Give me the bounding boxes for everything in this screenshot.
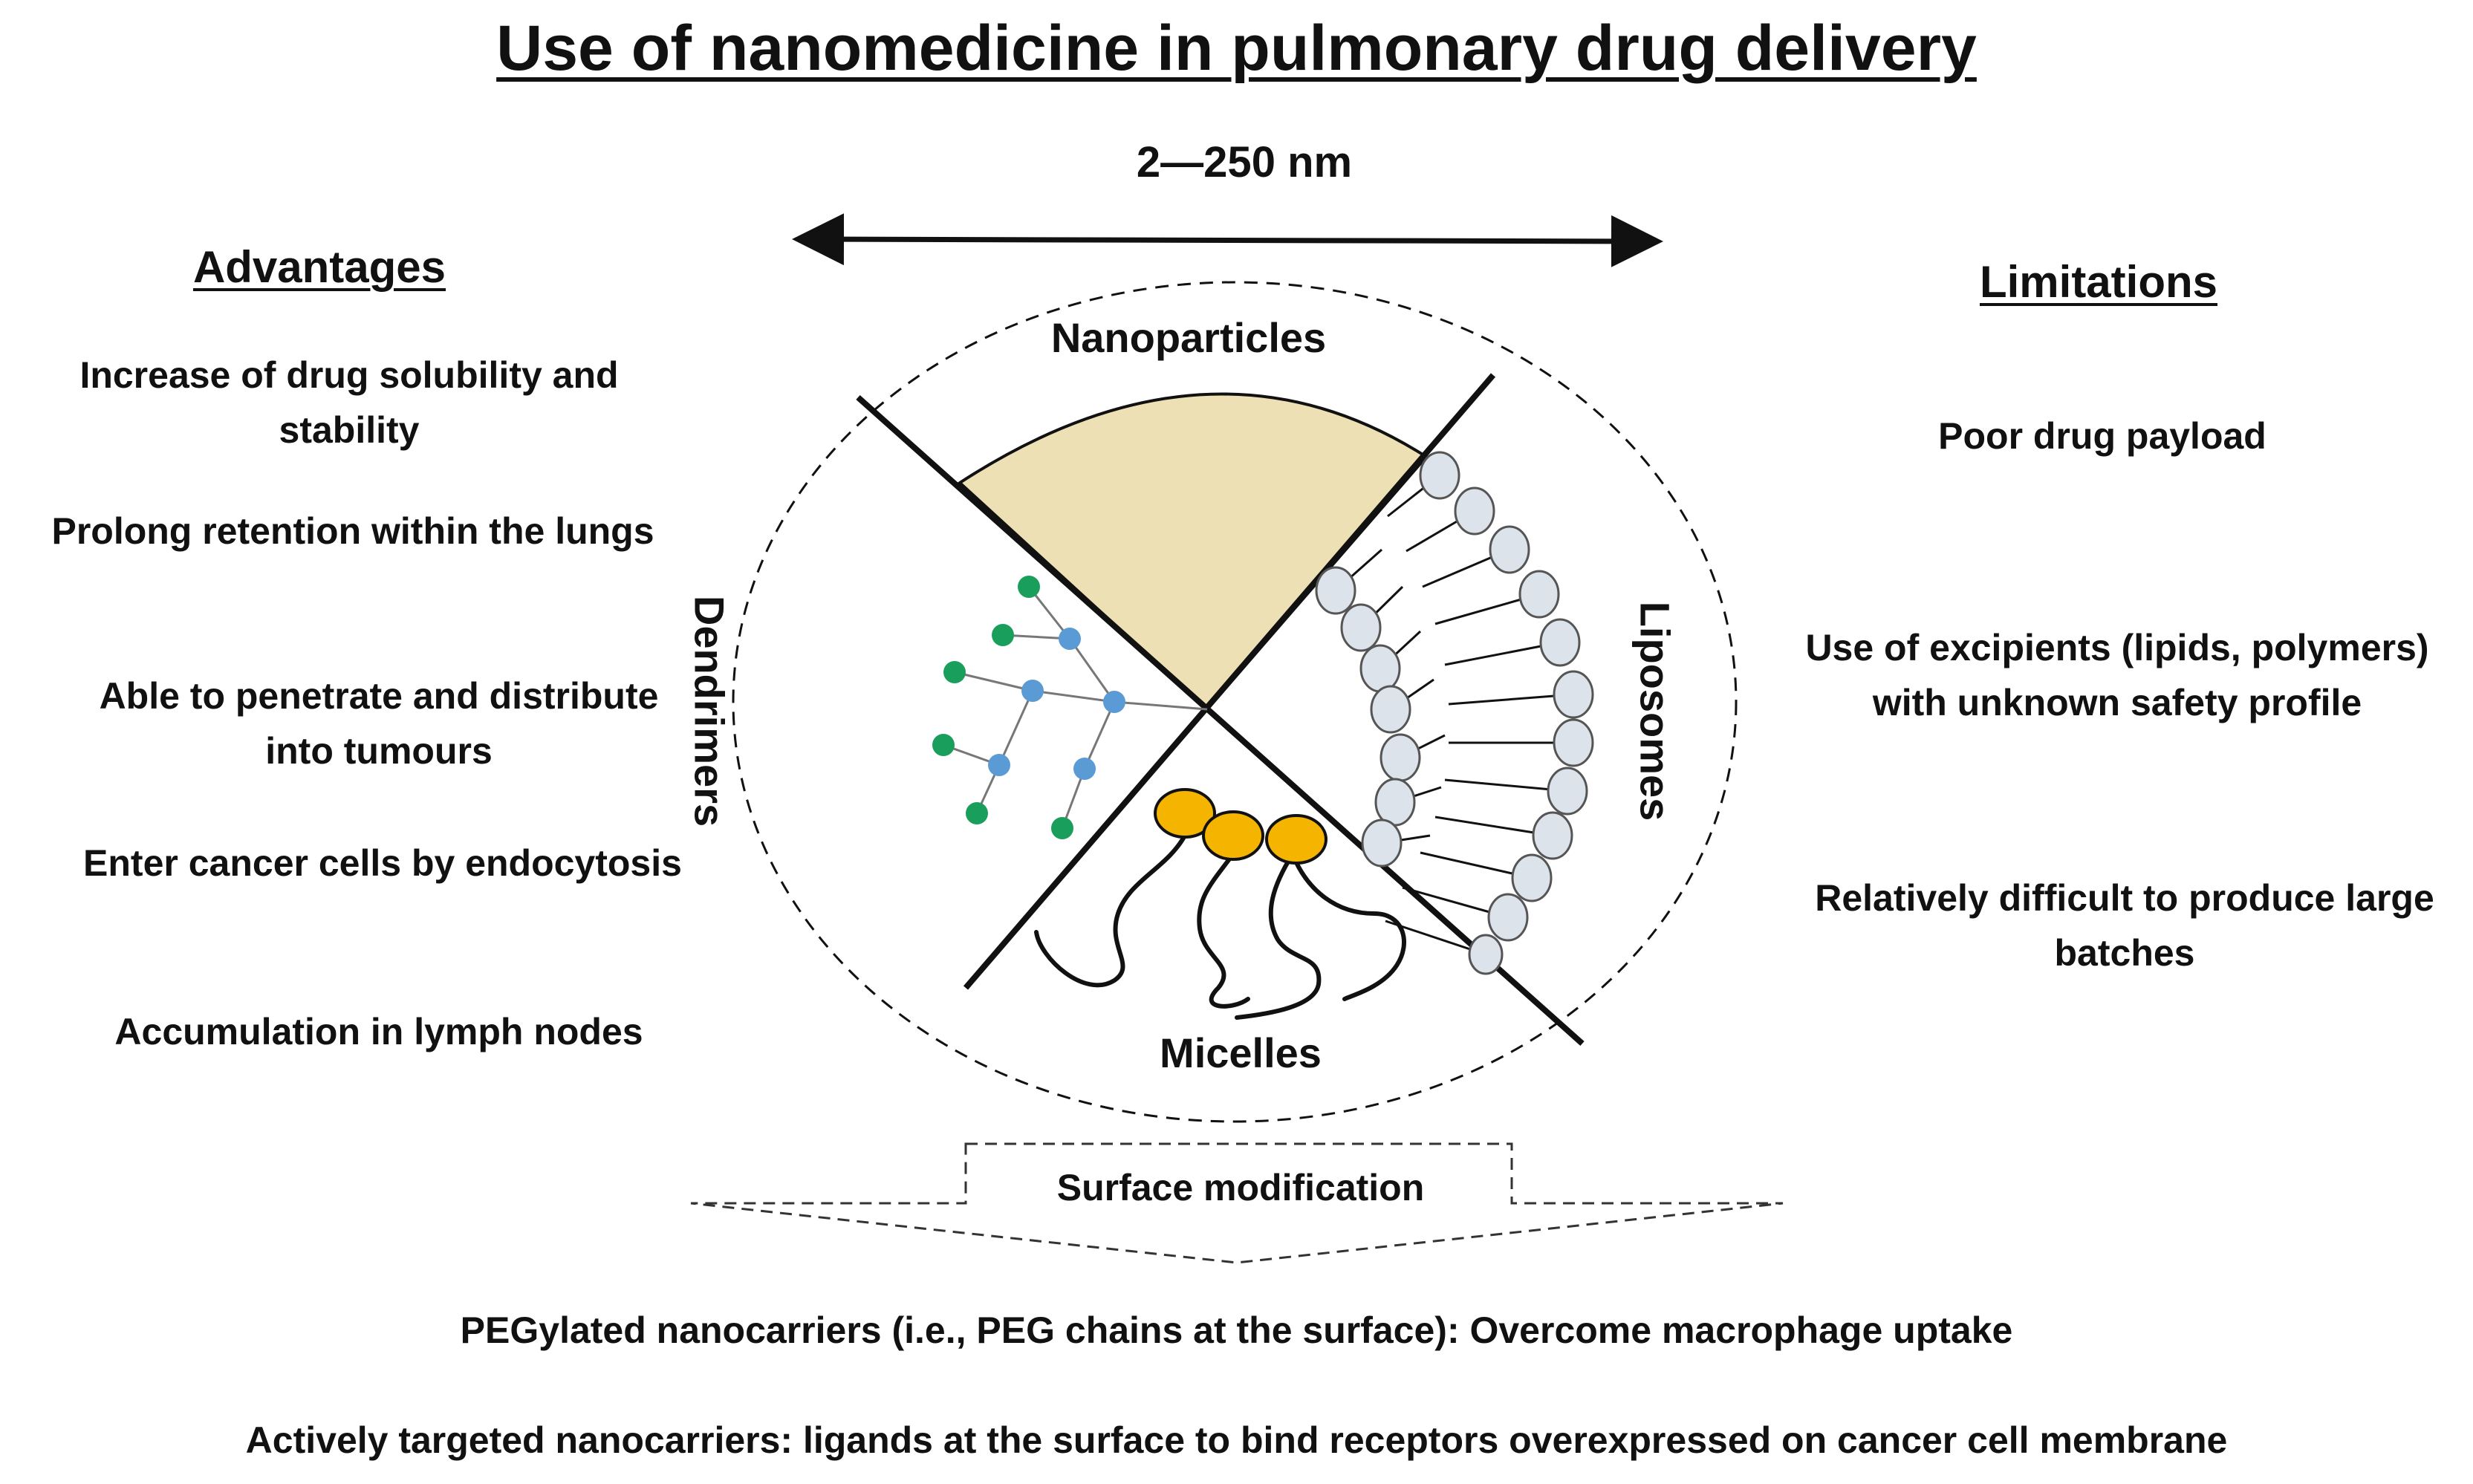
liposome-heads: [1315, 451, 1594, 975]
advantages-heading: Advantages: [192, 242, 446, 292]
segment-label-micelles: Micelles: [1160, 1029, 1322, 1076]
micelle-illustration: [1034, 833, 1406, 1020]
limitations-heading: Limitations: [1979, 257, 2217, 307]
divider-line: [963, 373, 1496, 990]
segment-label-nanoparticles: Nanoparticles: [1050, 314, 1327, 361]
size-arrow: [792, 213, 1663, 267]
surface-modification-item: Actively targeted nanocarriers: ligands …: [245, 1419, 2228, 1461]
divider-line: [856, 395, 1585, 1046]
page-title: Use of nanomedicine in pulmonary drug de…: [496, 13, 1977, 84]
limitation-item: Relatively difficult to produce large ba…: [1815, 877, 2434, 974]
nanoparticle-sector: [957, 392, 1429, 712]
advantage-item: Accumulation in lymph nodes: [114, 1011, 643, 1052]
dendrimer-inner-nodes: [988, 628, 1125, 780]
size-range-label: 2—250 nm: [1136, 138, 1353, 186]
surface-modification-arrow: [690, 1142, 1784, 1264]
limitation-item: Use of excipients (lipids, polymers) wit…: [1805, 627, 2429, 723]
segment-label-liposomes: Liposomes: [1631, 601, 1679, 821]
surface-modification-item: PEGylated nanocarriers (i.e., PEG chains…: [460, 1309, 2013, 1351]
dendrimer-outer-nodes: [932, 576, 1073, 839]
advantage-item: Able to penetrate and distribute into tu…: [99, 675, 659, 772]
surface-modification-label: Surface modification: [1056, 1167, 1425, 1208]
advantage-item: Enter cancer cells by endocytosis: [83, 842, 682, 884]
segment-label-dendrimers: Dendrimers: [686, 595, 733, 827]
limitation-item: Poor drug payload: [1938, 415, 2266, 457]
advantage-item: Prolong retention within the lungs: [51, 510, 654, 552]
nanocarrier-ellipse: [732, 281, 1738, 1123]
micelle-heads: [1154, 788, 1328, 865]
advantage-item: Increase of drug solubility and stabilit…: [79, 354, 619, 451]
